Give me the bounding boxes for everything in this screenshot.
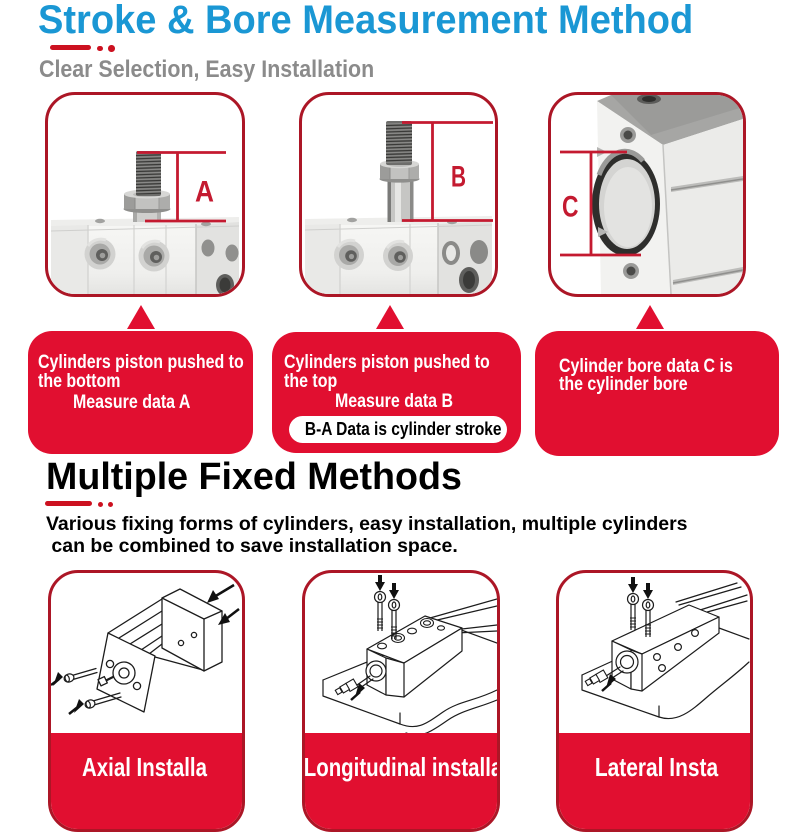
svg-text:A: A	[195, 176, 214, 209]
svg-text:B: B	[451, 161, 466, 194]
svg-text:C: C	[562, 191, 579, 224]
